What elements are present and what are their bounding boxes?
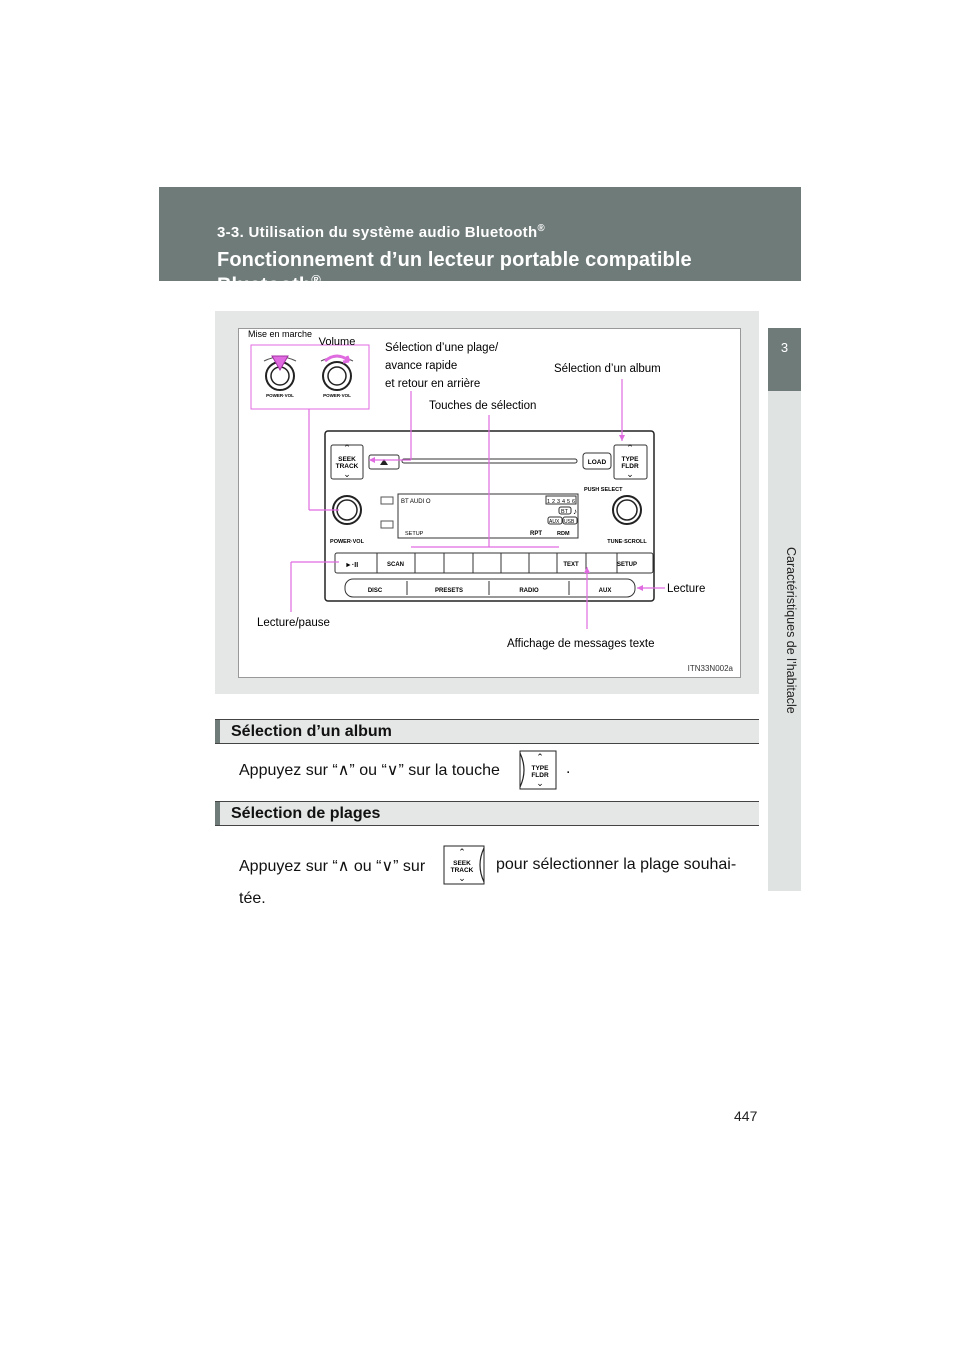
svg-text:⌃: ⌃ xyxy=(536,752,544,762)
svg-text:SCAN: SCAN xyxy=(387,562,404,568)
callout-lines xyxy=(290,379,665,629)
rotate-arrow-icon xyxy=(324,354,351,364)
callout-track-select-3: et retour en arrière xyxy=(385,378,480,390)
load-key xyxy=(582,452,612,470)
seek-track-button-icon: ⌃ SEEK TRACK ⌄ xyxy=(443,845,485,885)
callout-preset-keys: Touches de sélection xyxy=(429,400,536,412)
svg-text:⌄: ⌄ xyxy=(458,873,466,883)
album-instruction-end: . xyxy=(566,760,571,777)
disc-slot-indicators: 1 2 3 4 5 6 xyxy=(545,495,577,505)
svg-text:⌄: ⌄ xyxy=(626,469,634,479)
figure-frame: POWER·VOL POWER·VOL Mise en marche Volum… xyxy=(238,328,741,678)
svg-text:TUNE·SCROLL: TUNE·SCROLL xyxy=(607,539,647,545)
callout-track-select-2: avance rapide xyxy=(385,360,457,372)
svg-text:PRESETS: PRESETS xyxy=(435,588,463,594)
svg-text:⌄: ⌄ xyxy=(536,778,544,788)
callout-play: Lecture xyxy=(667,583,705,595)
svg-text:BT AUDI O: BT AUDI O xyxy=(401,499,431,505)
svg-text:DISC: DISC xyxy=(368,588,383,594)
type-fldr-button-icon: ⌃ TYPE FLDR ⌄ xyxy=(519,750,557,790)
chapter-number-tab: 3 xyxy=(768,328,801,391)
album-instruction: Appuyez sur “∧” ou “∨” sur la touche xyxy=(239,762,500,779)
svg-text:⌃: ⌃ xyxy=(626,443,634,453)
svg-text:USB: USB xyxy=(564,519,575,525)
audio-unit-figure: POWER·VOL POWER·VOL Mise en marche Volum… xyxy=(215,311,759,694)
callout-album-select: Sélection d’un album xyxy=(554,363,661,375)
disc-slot-2: 2 xyxy=(552,499,555,505)
svg-text:SETUP: SETUP xyxy=(405,531,424,537)
svg-text:RADIO: RADIO xyxy=(519,588,539,594)
svg-text:TYPE: TYPE xyxy=(622,456,640,463)
svg-text:TRACK: TRACK xyxy=(336,463,359,470)
svg-text:SETUP: SETUP xyxy=(617,562,637,568)
svg-text:TYPE: TYPE xyxy=(532,765,550,772)
chapter-label: Caractéristiques de l’habitacle xyxy=(784,546,798,714)
svg-text:SEEK: SEEK xyxy=(338,456,356,463)
disc-slot-6: 6 xyxy=(572,499,575,505)
volume-knob-label: POWER·VOL xyxy=(323,393,351,398)
page-title: Fonctionnement d’un lecteur portable com… xyxy=(217,249,692,297)
svg-text:BT: BT xyxy=(561,509,569,515)
eject-icon xyxy=(380,459,388,465)
svg-text:PUSH SELECT: PUSH SELECT xyxy=(584,487,623,493)
svg-text:TRACK: TRACK xyxy=(451,867,474,874)
track-instruction: Appuyez sur “∧ ou “∨” sur xyxy=(239,858,426,875)
svg-text:►·II: ►·II xyxy=(345,562,358,569)
power-knob-inset: POWER·VOL xyxy=(263,355,297,398)
volume-knob-inset: POWER·VOL xyxy=(320,354,354,398)
svg-text:SEEK: SEEK xyxy=(453,860,471,867)
svg-text:RPT: RPT xyxy=(530,531,542,537)
track-instruction-end: tée. xyxy=(239,890,266,907)
type-fldr-key xyxy=(613,444,648,480)
svg-text:LOAD: LOAD xyxy=(588,459,607,466)
disc-slot-4: 4 xyxy=(562,499,565,505)
svg-text:POWER·VOL: POWER·VOL xyxy=(330,539,365,545)
figure-code: ITN33N002a xyxy=(688,664,734,673)
callout-power-on: Mise en marche xyxy=(248,329,312,339)
seek-track-key xyxy=(330,444,364,480)
callout-play-pause: Lecture/pause xyxy=(257,617,330,629)
section-heading-tracks: Sélection de plages xyxy=(215,801,759,826)
chapter-side-bar xyxy=(768,391,801,891)
callout-text-display: Affichage de messages texte xyxy=(507,638,654,650)
svg-text:♪: ♪ xyxy=(573,507,577,516)
track-instruction-cont: pour sélectionner la plage souhai- xyxy=(496,856,737,873)
svg-text:RDM: RDM xyxy=(557,531,570,537)
audio-unit-illustration: POWER·VOL POWER·VOL Mise en marche Volum… xyxy=(248,329,734,673)
svg-text:⌃: ⌃ xyxy=(343,443,351,453)
section-heading-album: Sélection d’un album xyxy=(215,719,759,744)
svg-text:AUX: AUX xyxy=(549,519,560,525)
section-subtitle: 3-3. Utilisation du système audio Blueto… xyxy=(217,223,545,241)
press-arrow-icon xyxy=(271,355,289,372)
svg-text:AUX: AUX xyxy=(599,588,612,594)
svg-text:⌃: ⌃ xyxy=(458,847,466,857)
chapter-header: 3-3. Utilisation du système audio Blueto… xyxy=(159,187,801,297)
power-knob-label: POWER·VOL xyxy=(266,393,294,398)
svg-text:FLDR: FLDR xyxy=(621,463,639,470)
svg-text:TEXT: TEXT xyxy=(563,562,579,568)
callout-volume: Volume xyxy=(319,336,356,348)
page-number: 447 xyxy=(734,1108,758,1124)
disc-slot-3: 3 xyxy=(557,499,560,505)
svg-text:FLDR: FLDR xyxy=(531,772,549,779)
svg-text:⌄: ⌄ xyxy=(343,469,351,479)
callout-track-select-1: Sélection d’une plage/ xyxy=(385,342,499,354)
disc-slot-1: 1 xyxy=(547,499,550,505)
disc-slot-5: 5 xyxy=(567,499,570,505)
